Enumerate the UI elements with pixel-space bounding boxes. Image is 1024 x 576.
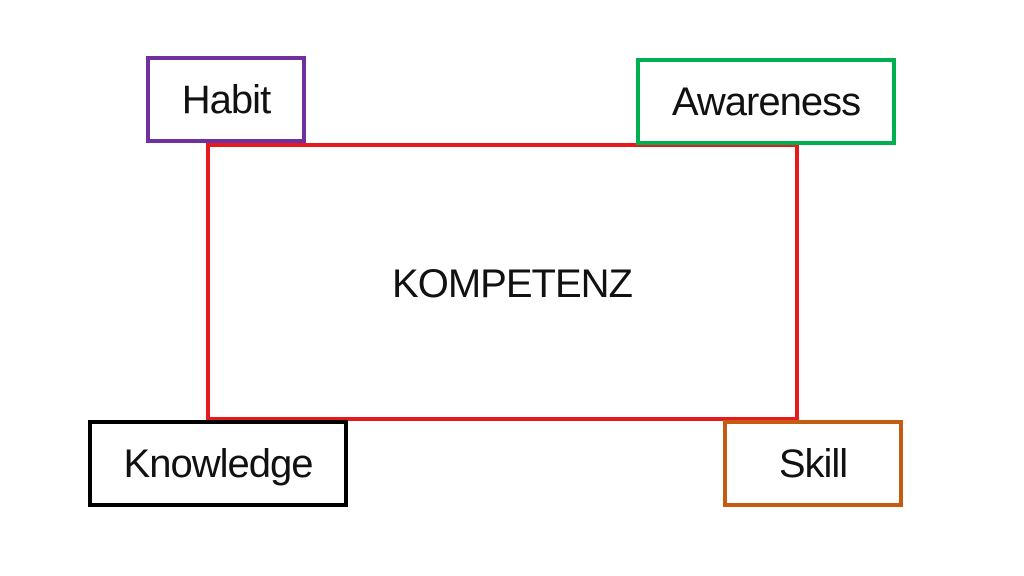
node-habit: Habit (146, 56, 306, 143)
center-label: KOMPETENZ (392, 262, 633, 306)
node-knowledge-label: Knowledge (123, 441, 314, 486)
node-awareness-label: Awareness (671, 79, 861, 124)
node-awareness: Awareness (636, 58, 896, 145)
node-habit-label: Habit (181, 77, 271, 122)
node-skill-label: Skill (778, 441, 848, 486)
node-skill: Skill (723, 420, 903, 507)
node-knowledge: Knowledge (88, 420, 348, 507)
competence-frame (206, 143, 799, 421)
